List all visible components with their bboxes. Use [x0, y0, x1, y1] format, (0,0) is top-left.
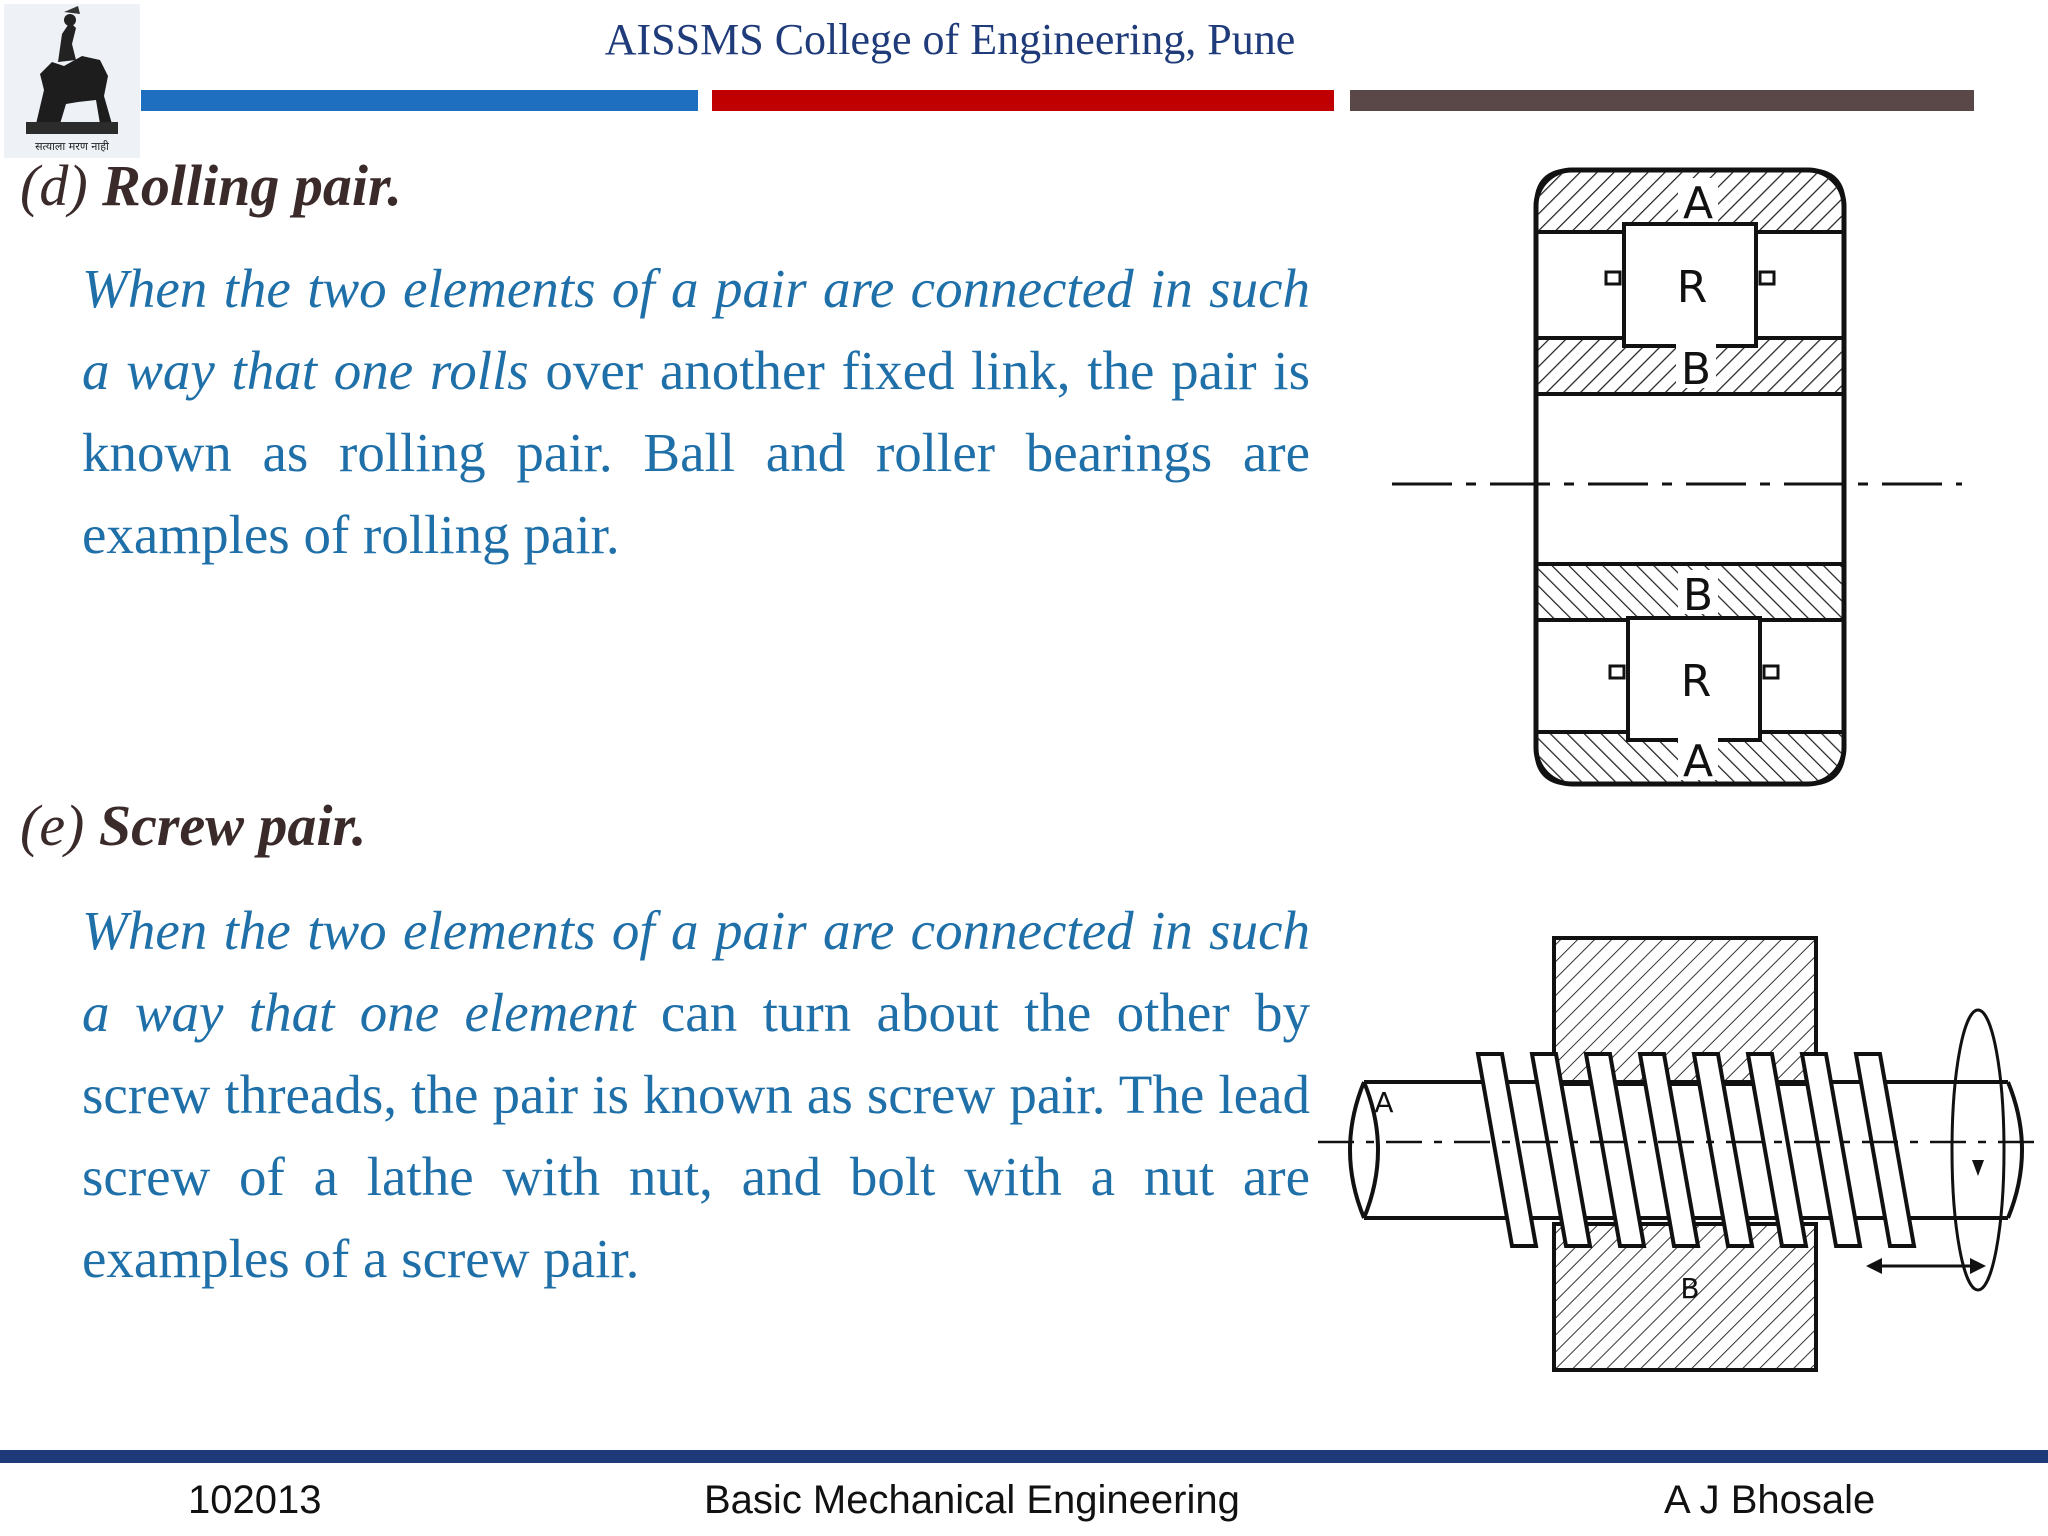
- logo-motto: सत्याला मरण नाही: [35, 140, 109, 153]
- rolling-pair-heading: (d) Rolling pair.: [20, 152, 402, 219]
- screw-pair-title: Screw pair.: [98, 793, 367, 858]
- rolling-pair-label: (d): [20, 153, 88, 218]
- footer-author: A J Bhosale: [1664, 1478, 1876, 1522]
- label-roller-top: R: [1677, 262, 1708, 313]
- label-outer-race-top: A: [1683, 178, 1713, 229]
- footer-course-code: 102013: [188, 1478, 322, 1522]
- label-screw: A: [1374, 1086, 1393, 1119]
- rolling-pair-definition-text: over another fixed link, the pair is kno…: [82, 340, 1310, 565]
- header-bar-red: [712, 90, 1334, 111]
- label-outer-race-bottom: A: [1683, 736, 1713, 787]
- rolling-pair-definition: When the two elements of a pair are conn…: [82, 248, 1310, 576]
- header-bar-brown: [1350, 90, 1974, 111]
- footer-course-title: Basic Mechanical Engineering: [704, 1478, 1240, 1522]
- footer-bar: [0, 1450, 2048, 1463]
- rolling-pair-definition-italic: When the two elements of a pair are conn…: [82, 258, 1310, 401]
- screw-pair-definition-italic: When the two elements of a pair are conn…: [82, 900, 1310, 1043]
- roller-bearing-diagram: A R B B R A: [1392, 167, 1962, 787]
- screw-pair-definition-text: can turn about the other by screw thread…: [82, 982, 1310, 1289]
- label-inner-race-bottom: B: [1683, 570, 1713, 621]
- screw-pair-diagram: A B: [1318, 936, 2040, 1372]
- screw-pair-label: (e): [20, 793, 85, 858]
- screw-pair-heading: (e) Screw pair.: [20, 792, 366, 859]
- label-nut: B: [1680, 1272, 1699, 1305]
- page-header-title: AISSMS College of Engineering, Pune: [604, 15, 1296, 64]
- label-roller-bottom: R: [1681, 656, 1712, 707]
- header-bar-blue: [141, 90, 698, 111]
- label-inner-race-top: B: [1681, 344, 1711, 395]
- rolling-pair-title: Rolling pair.: [102, 153, 402, 218]
- screw-pair-definition: When the two elements of a pair are conn…: [82, 890, 1310, 1300]
- college-logo: सत्याला मरण नाही: [4, 4, 140, 158]
